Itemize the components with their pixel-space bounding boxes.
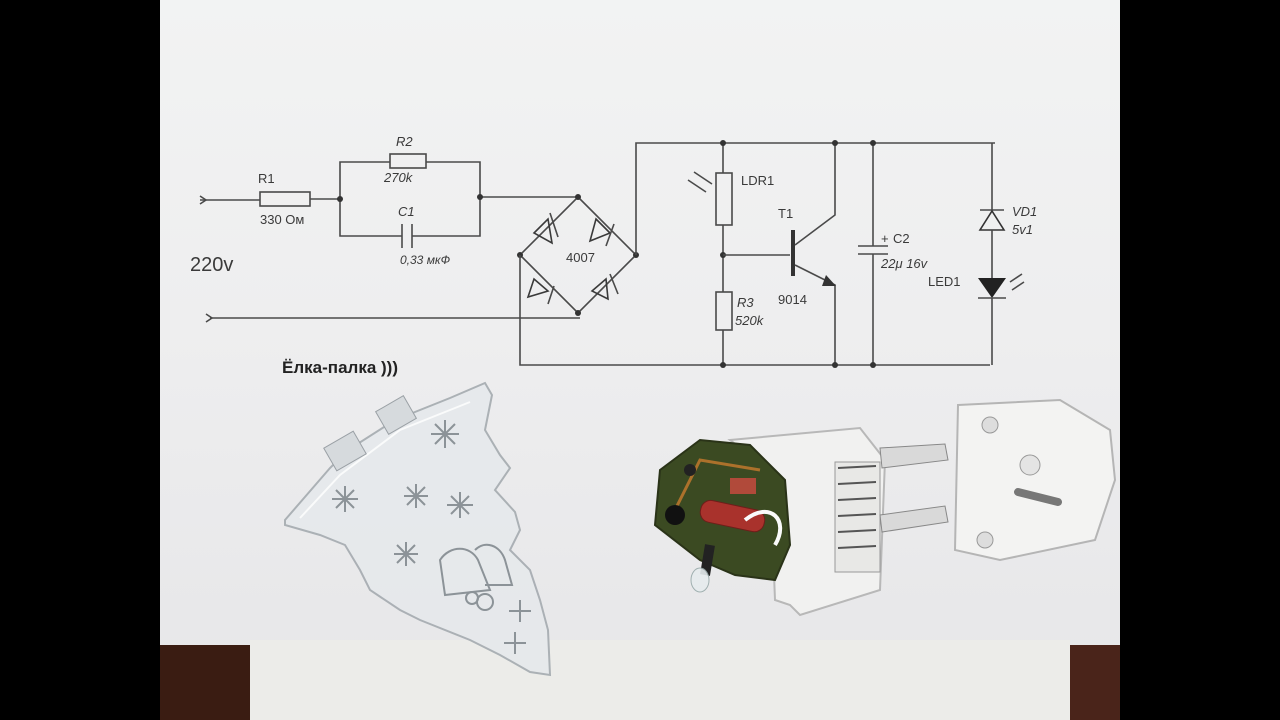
vd1-value: 5v1 (1012, 222, 1033, 237)
tree-bell-engraving (438, 543, 514, 611)
input-wires (199, 195, 580, 323)
c2-plus: + (881, 231, 889, 246)
acrylic-tree (284, 381, 552, 677)
pcb-board (653, 438, 792, 593)
r1-label: R1 (258, 171, 275, 186)
r1-value: 330 Ом (260, 212, 304, 227)
caption-text: Ёлка-палка ))) (282, 358, 398, 377)
r2-c1-network (337, 153, 578, 248)
r3-resistor (715, 291, 733, 368)
t1-transistor (723, 140, 838, 368)
c1-value: 0,33 мкФ (400, 253, 451, 267)
night-light-housing (727, 398, 1117, 617)
table-surface-left (160, 645, 255, 720)
paper-under-sheet (250, 640, 1070, 720)
c2-label: C2 (893, 231, 910, 246)
led1-label: LED1 (928, 274, 961, 289)
r1-resistor (259, 191, 340, 207)
c2-value: 22μ 16v (880, 256, 929, 271)
paper-sheet (160, 0, 1120, 720)
ldr1-label: LDR1 (741, 173, 774, 188)
c2-capacitor (858, 140, 888, 368)
r2-value: 270k (383, 170, 414, 185)
c1-label: C1 (398, 204, 415, 219)
vd1-label: VD1 (1012, 204, 1037, 219)
r3-value: 520k (735, 313, 765, 328)
r3-label: R3 (737, 295, 754, 310)
t1-label: T1 (778, 206, 793, 221)
input-voltage-label: 220v (190, 254, 233, 276)
table-surface-right (1065, 645, 1120, 720)
t1-value: 9014 (778, 292, 807, 307)
r2-label: R2 (396, 134, 413, 149)
vd1-led1-branch (978, 143, 1025, 365)
ldr1-resistor (687, 140, 733, 292)
tree-star-decorations (332, 420, 531, 654)
bridge-label: 4007 (566, 250, 595, 265)
